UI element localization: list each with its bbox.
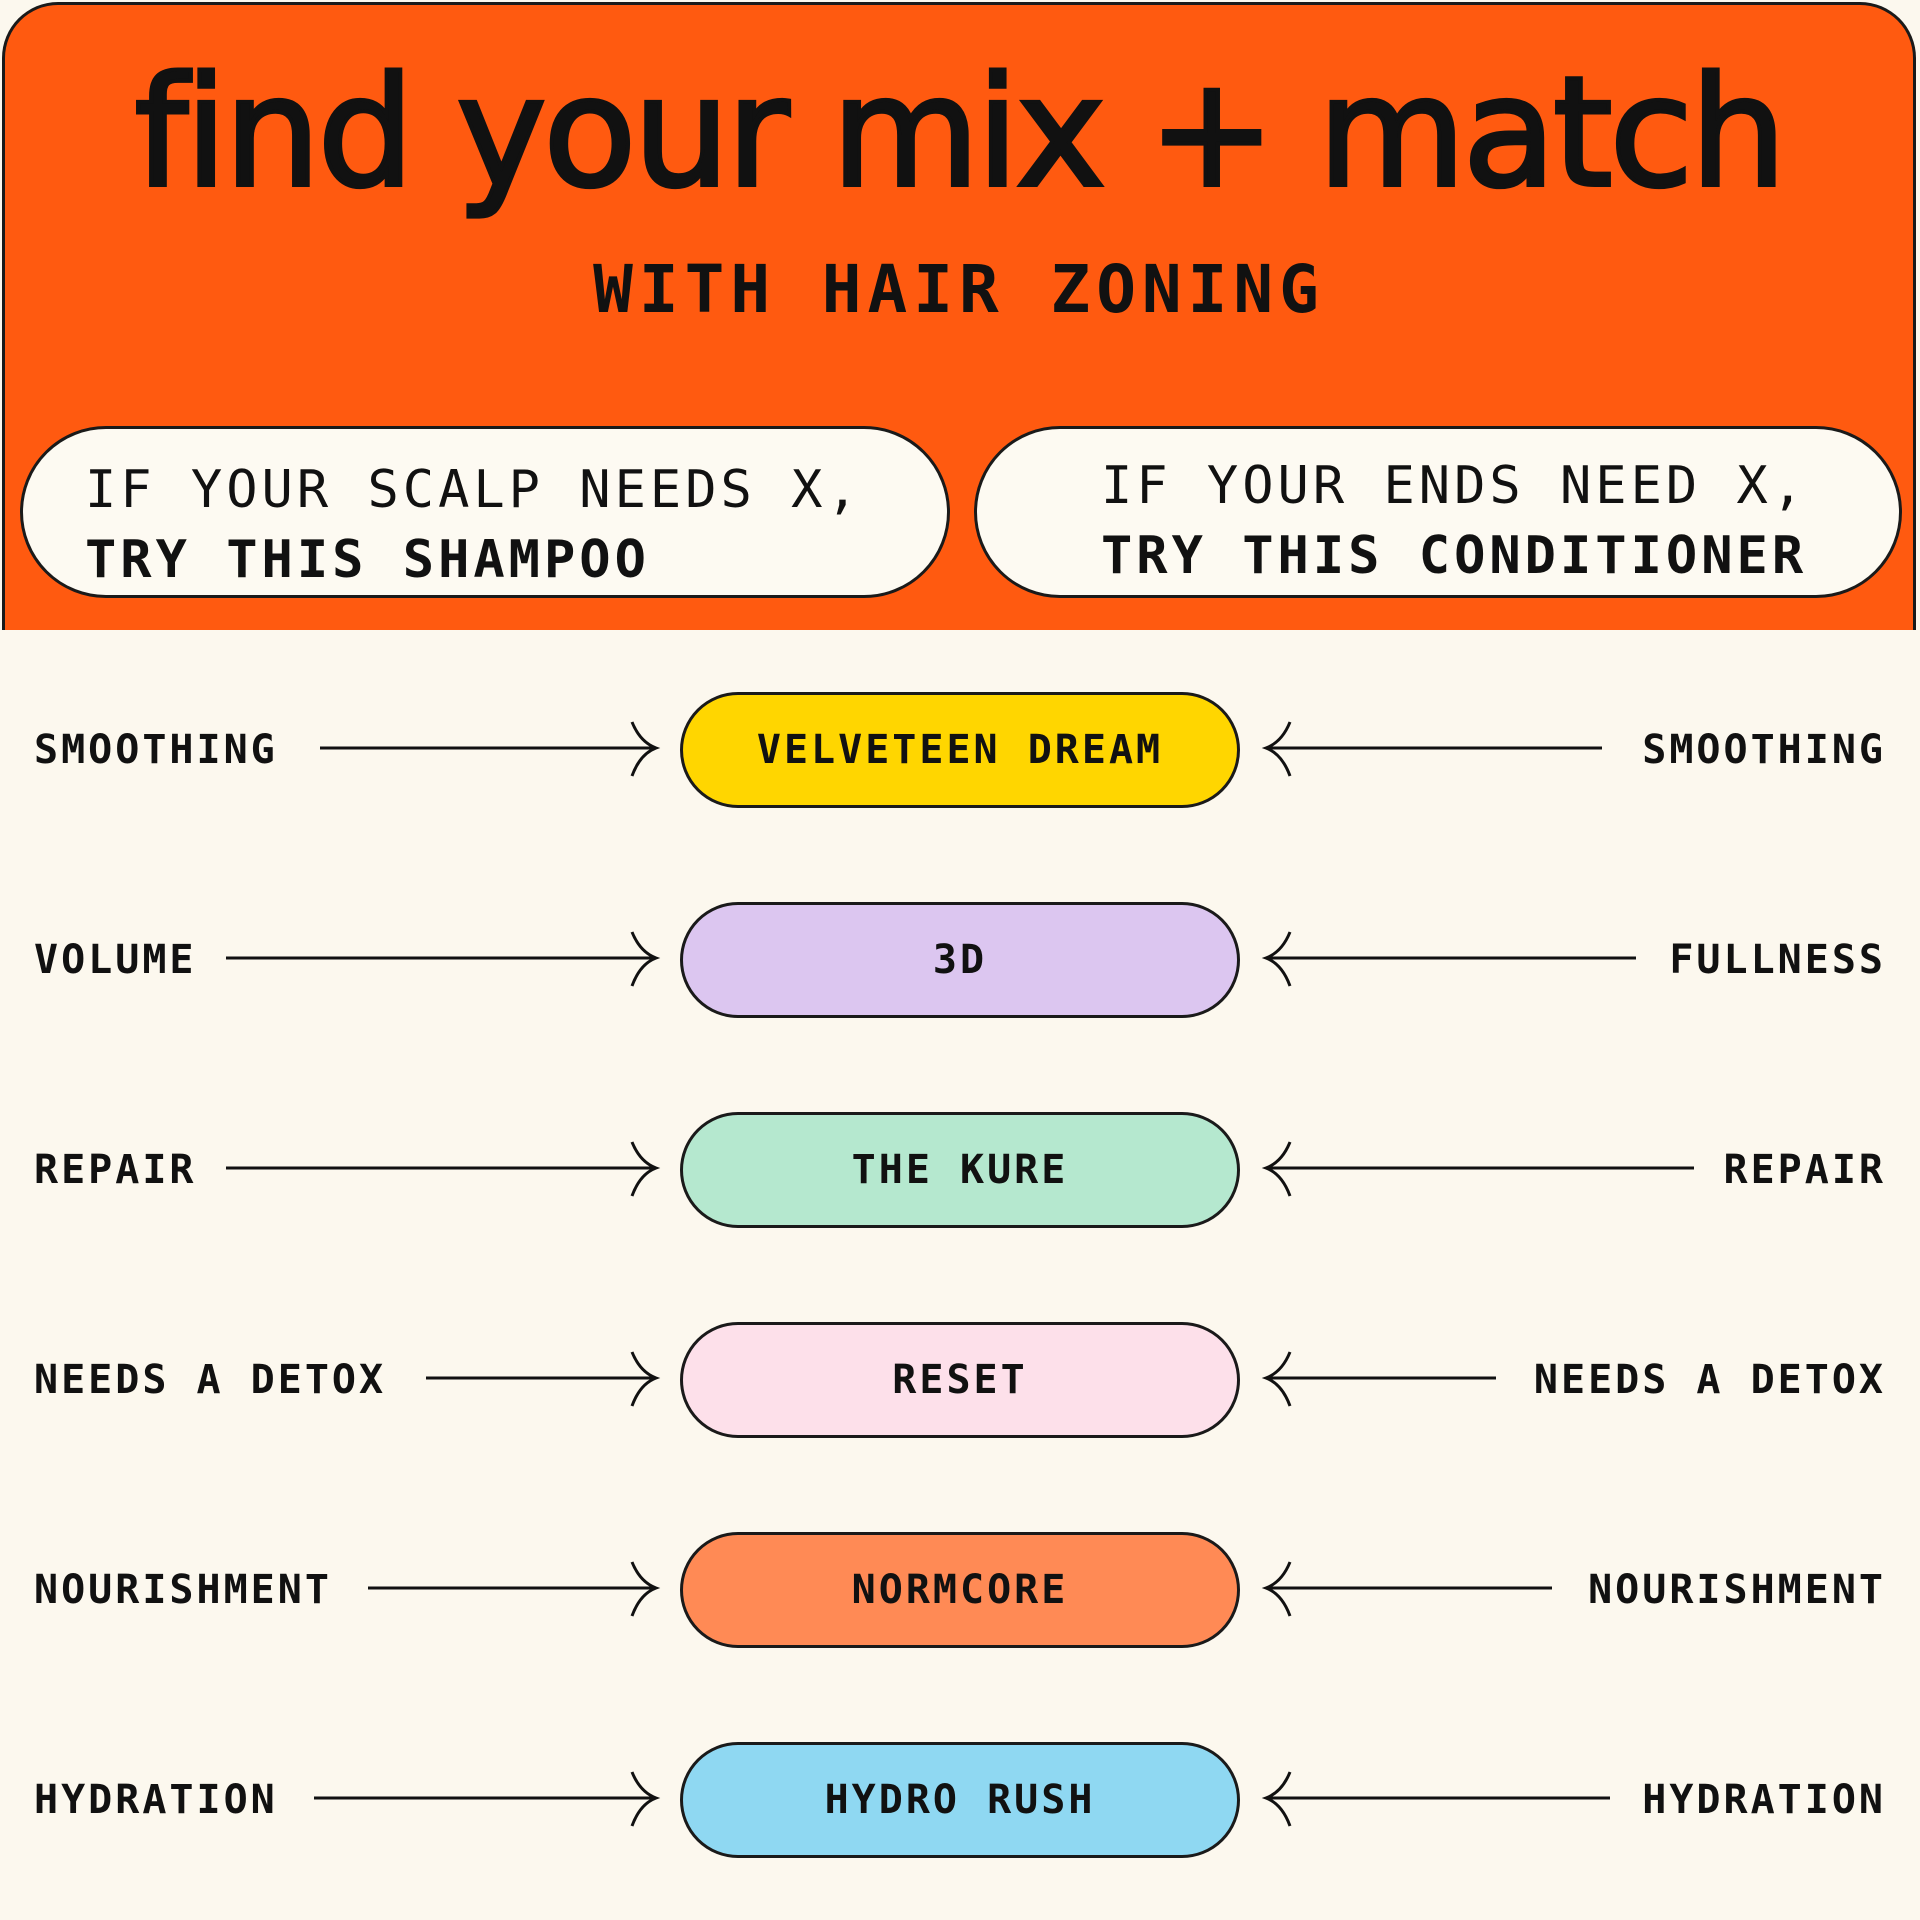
ends-need-label: FULLNESS	[1669, 937, 1886, 983]
match-row: REPAIR THE KURE REPAIR	[0, 1112, 1920, 1228]
scalp-need-label: REPAIR	[34, 1147, 197, 1193]
ends-need-label: REPAIR	[1723, 1147, 1886, 1193]
product-hydro-rush[interactable]: HYDRO RUSH	[680, 1742, 1240, 1858]
ends-note-line1: IF YOUR ENDS NEED X,	[1101, 456, 1808, 516]
arrow-right-icon	[226, 1141, 661, 1197]
arrow-right-icon	[320, 721, 661, 777]
scalp-need-label: HYDRATION	[34, 1777, 278, 1823]
ends-need-label: SMOOTHING	[1642, 727, 1886, 773]
arrow-left-icon	[1261, 1561, 1552, 1617]
arrow-left-icon	[1261, 1351, 1496, 1407]
arrow-right-icon	[226, 931, 661, 987]
scalp-shampoo-note: IF YOUR SCALP NEEDS X, TRY THIS SHAMPOO	[20, 426, 950, 598]
match-row: NOURISHMENT NORMCORE NOURISHMENT	[0, 1532, 1920, 1648]
match-row: VOLUME 3D FULLNESS	[0, 902, 1920, 1018]
match-row: SMOOTHING VELVETEEN DREAM SMOOTHING	[0, 692, 1920, 808]
ends-note-line2: TRY THIS CONDITIONER	[1101, 526, 1808, 586]
scalp-need-label: VOLUME	[34, 937, 197, 983]
match-row: HYDRATION HYDRO RUSH HYDRATION	[0, 1742, 1920, 1858]
arrow-left-icon	[1261, 1141, 1694, 1197]
arrow-right-icon	[314, 1771, 661, 1827]
scalp-need-label: NEEDS A DETOX	[34, 1357, 387, 1403]
scalp-need-label: SMOOTHING	[34, 727, 278, 773]
page-subtitle: WITH HAIR ZONING	[593, 251, 1325, 328]
arrow-left-icon	[1261, 1771, 1610, 1827]
scalp-note-line2: TRY THIS SHAMPOO	[85, 530, 650, 590]
product-3d[interactable]: 3D	[680, 902, 1240, 1018]
arrow-left-icon	[1261, 931, 1636, 987]
product-reset[interactable]: RESET	[680, 1322, 1240, 1438]
product-the-kure[interactable]: THE KURE	[680, 1112, 1240, 1228]
arrow-right-icon	[368, 1561, 661, 1617]
arrow-right-icon	[426, 1351, 661, 1407]
product-velveteen-dream[interactable]: VELVETEEN DREAM	[680, 692, 1240, 808]
scalp-need-label: NOURISHMENT	[34, 1567, 332, 1613]
ends-need-label: NEEDS A DETOX	[1533, 1357, 1886, 1403]
ends-need-label: NOURISHMENT	[1588, 1567, 1886, 1613]
ends-need-label: HYDRATION	[1642, 1777, 1886, 1823]
ends-conditioner-note: IF YOUR ENDS NEED X, TRY THIS CONDITIONE…	[974, 426, 1902, 598]
product-normcore[interactable]: NORMCORE	[680, 1532, 1240, 1648]
page-title: find your mix + match	[133, 44, 1789, 221]
arrow-left-icon	[1261, 721, 1602, 777]
match-row: NEEDS A DETOX RESET NEEDS A DETOX	[0, 1322, 1920, 1438]
scalp-note-line1: IF YOUR SCALP NEEDS X,	[85, 460, 862, 520]
